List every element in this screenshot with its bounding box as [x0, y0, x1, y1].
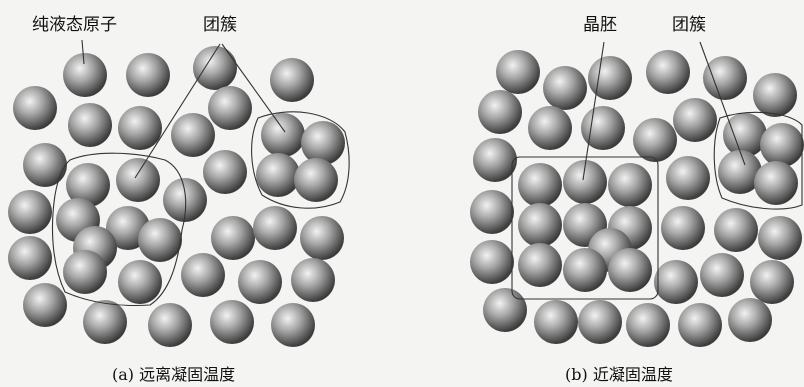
atom — [608, 163, 652, 207]
atom — [578, 300, 622, 344]
label-cluster: 团簇 — [203, 15, 237, 35]
panel-a-atoms — [8, 46, 345, 347]
panel-b: 晶胚 团簇 (b) 近凝固温度 — [470, 15, 804, 384]
label-crystal-embryo: 晶胚 — [583, 15, 617, 35]
atom — [256, 153, 300, 197]
atom — [148, 303, 192, 347]
atom — [470, 240, 514, 284]
atom — [261, 113, 305, 157]
atom — [470, 190, 514, 234]
panel-b-atoms — [470, 50, 804, 347]
atom — [581, 106, 625, 150]
atom — [678, 303, 722, 347]
atom — [473, 138, 517, 182]
atom — [63, 250, 107, 294]
atom — [8, 190, 52, 234]
atom — [126, 53, 170, 97]
atom — [518, 163, 562, 207]
atom — [750, 260, 794, 304]
atom — [301, 121, 345, 165]
atom — [8, 236, 52, 280]
atom — [23, 283, 67, 327]
atom — [270, 58, 314, 102]
atom — [238, 260, 282, 304]
atom — [528, 106, 572, 150]
atom — [760, 123, 804, 167]
atom — [208, 86, 252, 130]
caption-b: (b) 近凝固温度 — [565, 365, 673, 384]
atom — [496, 50, 540, 94]
atom — [703, 56, 747, 100]
atom — [646, 50, 690, 94]
atom — [700, 253, 744, 297]
atom — [723, 113, 767, 157]
caption-a: (a) 远离凝固温度 — [112, 365, 235, 384]
atom — [211, 216, 255, 260]
atom — [63, 53, 107, 97]
atom — [294, 158, 338, 202]
atom — [753, 73, 797, 117]
atom — [654, 260, 698, 304]
atom — [118, 260, 162, 304]
atom — [83, 300, 127, 344]
atom — [116, 158, 160, 202]
atom — [728, 298, 772, 342]
atom — [478, 90, 522, 134]
atom — [253, 206, 297, 250]
atom — [518, 203, 562, 247]
atom — [300, 216, 344, 260]
atom — [588, 56, 632, 100]
atom — [203, 150, 247, 194]
panel-a: 纯液态原子 团簇 (a) 远离凝固温度 — [8, 15, 349, 384]
atom — [23, 143, 67, 187]
atom — [518, 243, 562, 287]
atom — [210, 300, 254, 344]
atom — [181, 253, 225, 297]
atom — [68, 103, 112, 147]
atom — [534, 300, 578, 344]
atom — [543, 66, 587, 110]
atom — [271, 303, 315, 347]
atom — [483, 288, 527, 332]
atom — [13, 86, 57, 130]
atom — [673, 98, 717, 142]
atom — [666, 156, 710, 200]
atom — [714, 208, 758, 252]
atom — [758, 216, 802, 260]
atom — [138, 218, 182, 262]
atom — [661, 206, 705, 250]
label-pure-liquid-atoms: 纯液态原子 — [32, 15, 117, 35]
atom — [118, 106, 162, 150]
atom — [754, 161, 798, 205]
atom — [171, 113, 215, 157]
label-cluster: 团簇 — [672, 15, 706, 35]
atom — [633, 118, 677, 162]
atom — [291, 258, 335, 302]
atom — [608, 248, 652, 292]
atom — [563, 248, 607, 292]
atom — [626, 303, 670, 347]
